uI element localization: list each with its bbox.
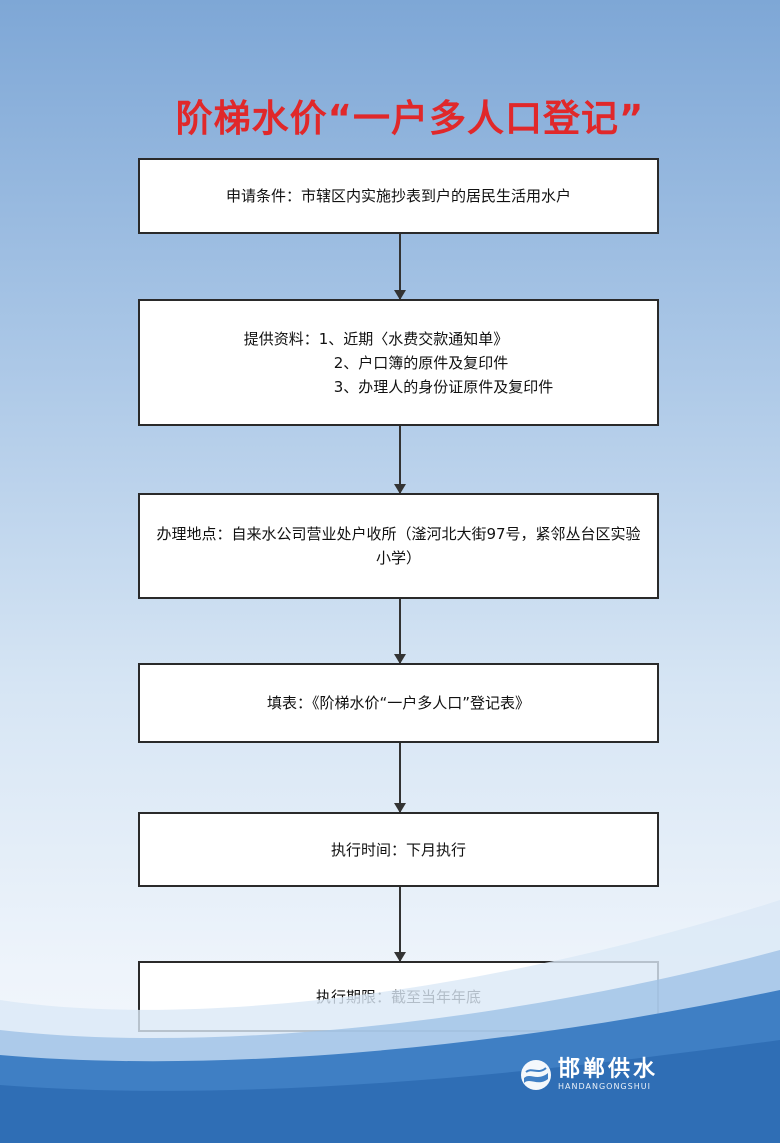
flow-arrow [394,599,406,664]
flow-arrow [394,234,406,300]
materials-line-2: 2、户口簿的原件及复印件 [333,353,509,372]
step-location-text: 办理地点：自来水公司营业处户收所（滏河北大街97号，紧邻丛台区实验小学） [156,525,641,567]
materials-list: 提供资料：1、近期〈水费交款通知单》 2、户口簿的原件及复印件 3、办理人的身份… [244,327,554,399]
company-logo: 邯郸供水 HANDANGONGSHUI [520,1058,658,1092]
materials-line-1: 提供资料：1、近期〈水费交款通知单》 [243,329,509,348]
poster-title: 阶梯水价“一户多人口登记” [175,97,645,140]
flow-arrow [394,426,406,494]
step-location: 办理地点：自来水公司营业处户收所（滏河北大街97号，紧邻丛台区实验小学） [138,493,659,599]
step-exec-time-text: 执行时间：下月执行 [330,840,466,859]
step-materials: 提供资料：1、近期〈水费交款通知单》 2、户口簿的原件及复印件 3、办理人的身份… [138,299,659,426]
flow-arrow [394,743,406,813]
step-exec-time: 执行时间：下月执行 [138,812,659,887]
step-form: 填表：《阶梯水价“一户多人口”登记表》 [138,663,659,743]
step-form-text: 填表：《阶梯水价“一户多人口”登记表》 [266,694,531,712]
wave-decoration [0,900,780,1143]
water-drop-logo-icon [521,1060,551,1090]
flow-arrow [394,887,406,962]
logo-name-cn: 邯郸供水 [558,1057,659,1082]
step-condition-text: 申请条件：市辖区内实施抄表到户的居民生活用水户 [225,187,571,205]
materials-line-3: 3、办理人的身份证原件及复印件 [333,377,554,396]
logo-name-en: HANDANGONGSHUI [558,1082,651,1091]
step-condition: 申请条件：市辖区内实施抄表到户的居民生活用水户 [138,158,659,234]
logo-text: 邯郸供水 HANDANGONGSHUI [558,1058,658,1092]
